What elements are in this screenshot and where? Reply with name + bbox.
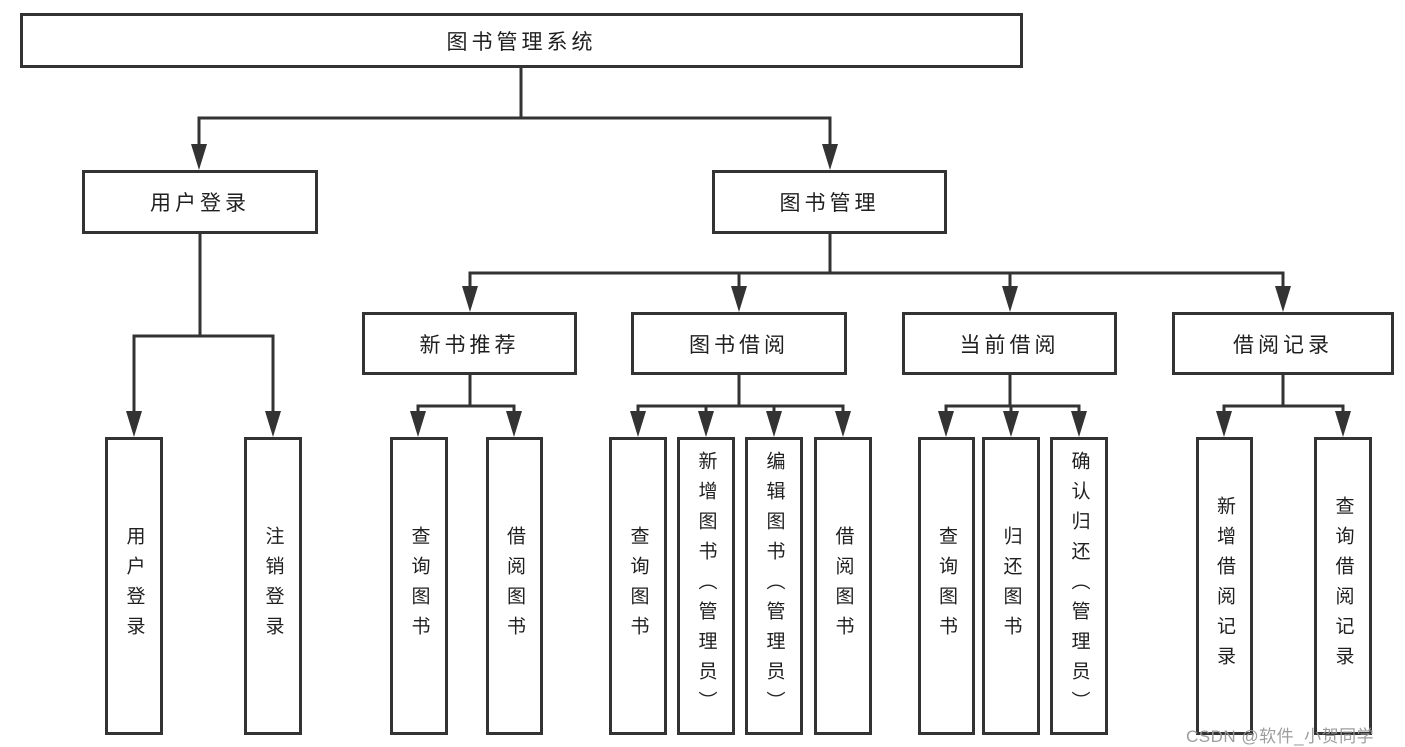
node-borrow-record: 借阅记录: [1172, 312, 1394, 375]
node-root: 图书管理系统: [20, 13, 1023, 68]
arrowhead: [410, 411, 426, 437]
node-leaf-user-login: 用户登录: [105, 437, 163, 735]
arrowhead: [822, 144, 838, 170]
node-leaf-query-record: 查询借阅记录: [1314, 437, 1372, 735]
node-leaf-confirm-return: 确认归还（管理员）: [1050, 437, 1108, 735]
arrowhead: [191, 144, 207, 170]
node-book-mgmt: 图书管理: [712, 170, 947, 234]
arrowhead: [462, 286, 478, 312]
arrowhead: [698, 411, 714, 437]
arrowhead: [1002, 286, 1018, 312]
node-leaf-borrow-book-2: 借阅图书: [814, 437, 872, 735]
arrowhead: [126, 411, 142, 437]
node-leaf-add-book: 新增图书（管理员）: [677, 437, 735, 735]
node-leaf-query-book-1: 查询图书: [390, 437, 448, 735]
arrowhead: [265, 411, 281, 437]
arrowhead: [1335, 411, 1351, 437]
arrowhead: [1275, 286, 1291, 312]
node-leaf-logout: 注销登录: [244, 437, 302, 735]
node-leaf-add-record: 新增借阅记录: [1196, 437, 1253, 735]
node-leaf-query-book-3: 查询图书: [918, 437, 975, 735]
arrowhead: [506, 411, 522, 437]
watermark: CSDN @软件_小贺同学: [1186, 727, 1375, 746]
arrowhead: [731, 286, 747, 312]
node-leaf-query-book-2: 查询图书: [609, 437, 667, 735]
node-book-borrow: 图书借阅: [631, 312, 847, 375]
arrowhead: [835, 411, 851, 437]
arrowhead: [630, 411, 646, 437]
node-leaf-edit-book: 编辑图书（管理员）: [745, 437, 803, 735]
node-leaf-return-book: 归还图书: [982, 437, 1040, 735]
arrowhead: [766, 411, 782, 437]
arrowhead: [938, 411, 954, 437]
node-current-borrow: 当前借阅: [902, 312, 1117, 375]
arrowhead: [1071, 411, 1087, 437]
arrowhead: [1216, 411, 1232, 437]
node-new-book: 新书推荐: [362, 312, 577, 375]
node-leaf-borrow-book-1: 借阅图书: [486, 437, 543, 735]
node-user-login: 用户登录: [82, 170, 318, 234]
arrowhead: [1003, 411, 1019, 437]
